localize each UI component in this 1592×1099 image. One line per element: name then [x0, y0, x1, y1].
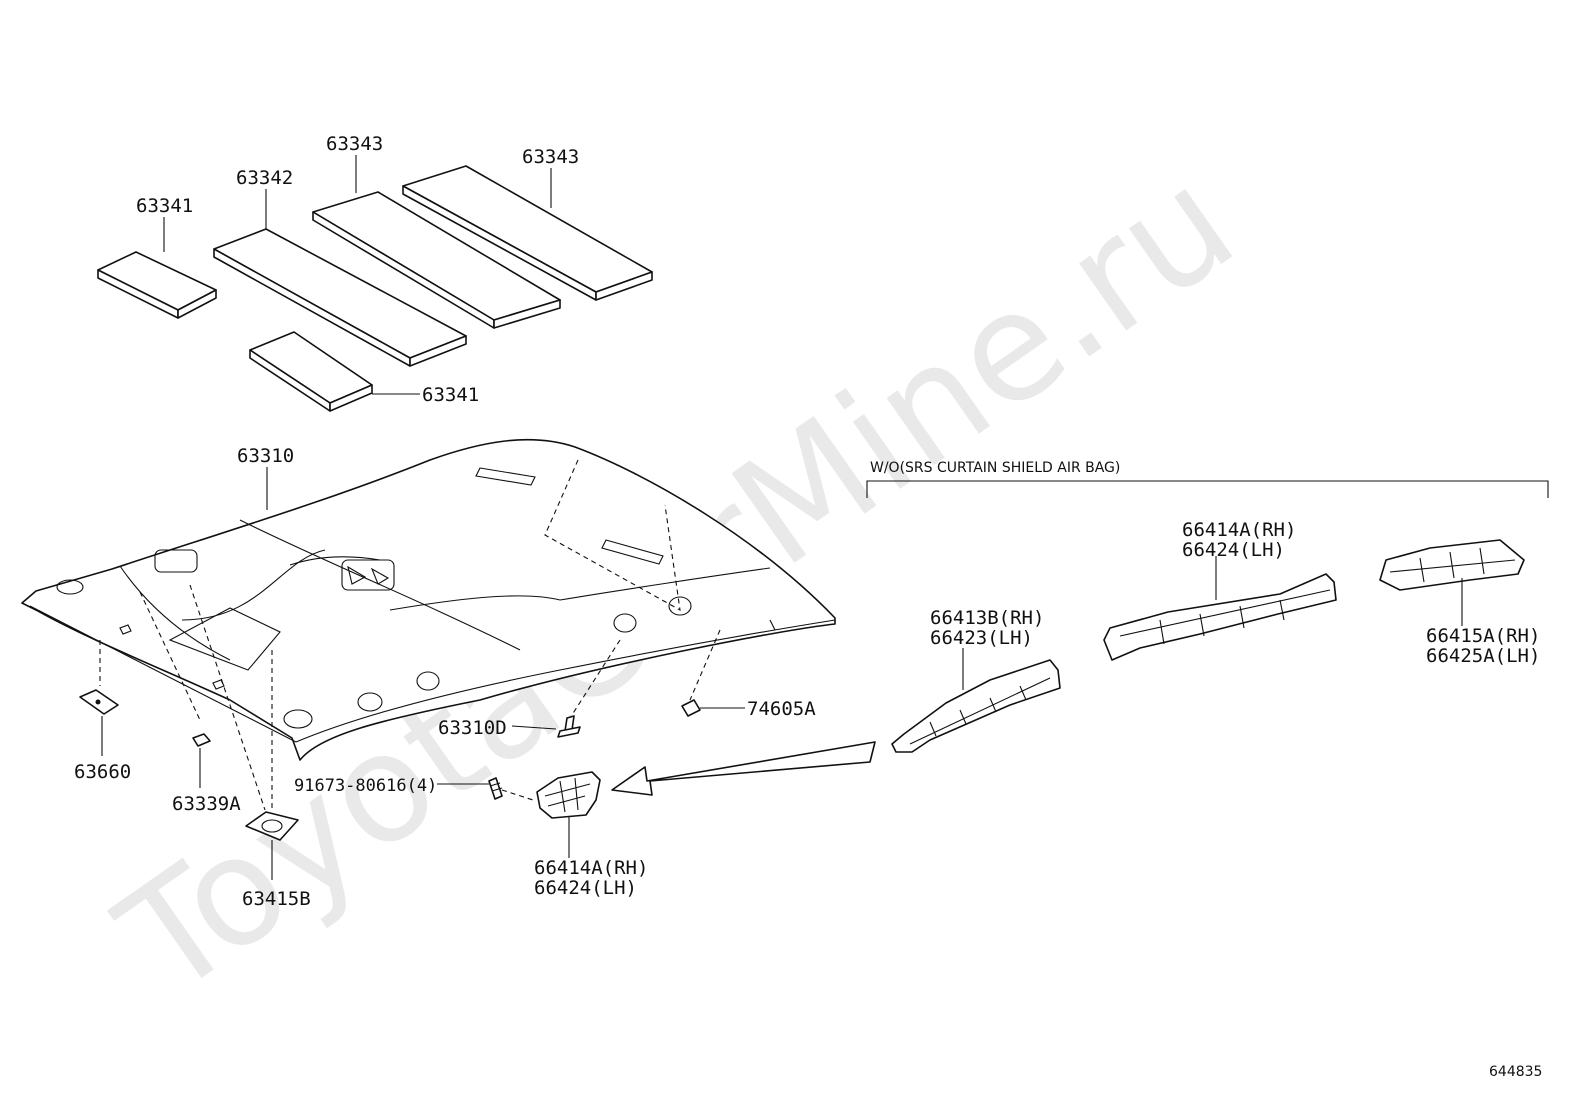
label-74605A: 74605A: [747, 698, 816, 720]
label-63415B: 63415B: [242, 888, 311, 910]
bracket-66414A-main: [536, 771, 601, 819]
label-66413B: 66413B(RH): [930, 607, 1044, 629]
variant-header: W/O(SRS CURTAIN SHIELD AIR BAG): [870, 460, 1120, 476]
label-66423: 66423(LH): [930, 627, 1033, 649]
pad-63343-left: [312, 191, 561, 329]
label-66414A-main: 66414A(RH): [534, 857, 648, 879]
label-63339A: 63339A: [172, 793, 241, 815]
variant-group: W/O(SRS CURTAIN SHIELD AIR BAG): [866, 460, 1549, 498]
clip-63339A: [192, 733, 211, 747]
label-66424-alt: 66424(LH): [1182, 539, 1285, 561]
label-66424-main: 66424(LH): [534, 877, 637, 899]
pad-63342: [213, 228, 467, 367]
label-63310D: 63310D: [438, 717, 507, 739]
bracket-66413B: [891, 659, 1061, 753]
label-63343-right: 63343: [522, 146, 579, 168]
label-63310: 63310: [237, 445, 294, 467]
assembly-guide-lines: [99, 459, 721, 811]
cover-63415B: [245, 811, 299, 841]
clip-91673-80616: [488, 777, 503, 800]
part-labels: 63341 63342 63343 63343 63341 63310 6331…: [74, 133, 1540, 910]
label-63342: 63342: [236, 167, 293, 189]
bracket-66414A-alt: [1103, 573, 1337, 661]
label-66414A-alt: 66414A(RH): [1182, 519, 1296, 541]
label-63660: 63660: [74, 761, 131, 783]
pad-63343-right: [402, 165, 653, 301]
headliner-63310: [21, 438, 836, 761]
clip-74605A: [681, 699, 701, 717]
pad-63341-rear: [249, 331, 373, 412]
label-66425A: 66425A(LH): [1426, 645, 1540, 667]
clip-guide-line: [501, 789, 534, 801]
pad-63341-front: [97, 251, 217, 319]
bracket-66415A: [1379, 539, 1525, 591]
clip-63660: [79, 689, 119, 715]
figure-reference-number: 644835: [1489, 1064, 1542, 1080]
clip-63310D: [557, 715, 581, 738]
label-63343-left: 63343: [326, 133, 383, 155]
label-63341-front: 63341: [136, 195, 193, 217]
label-91673-80616: 91673-80616(4): [294, 776, 437, 796]
label-66415A: 66415A(RH): [1426, 625, 1540, 647]
reference-arrow: [611, 741, 876, 796]
label-63341-rear: 63341: [422, 384, 479, 406]
leader-lines: [101, 155, 1463, 880]
